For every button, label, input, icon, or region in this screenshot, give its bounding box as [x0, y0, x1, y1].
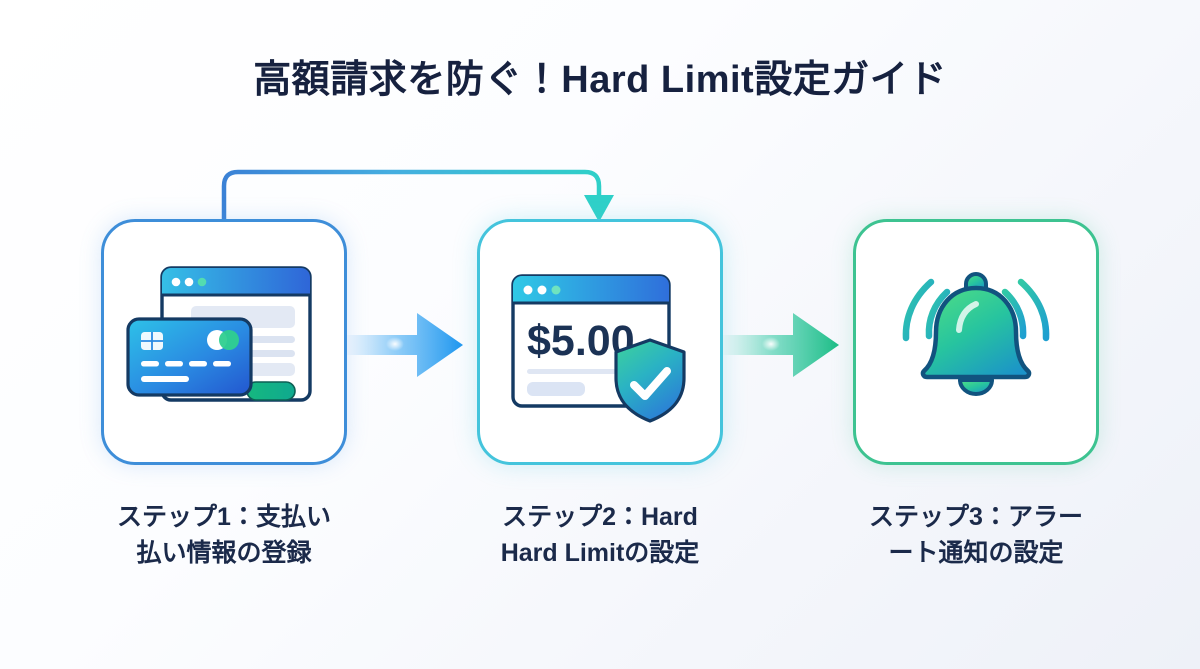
step-2-caption-line-1: ステップ2：Hard [502, 503, 698, 531]
step-1-caption-line-2: 払い情報の登録 [136, 538, 312, 567]
step-2-caption: ステップ2：Hard Hard Limitの設定 [450, 500, 750, 571]
step-2-caption-line-2: Hard Limitの設定 [500, 538, 700, 567]
steps-row: $5.00 [0, 219, 1200, 469]
step-1-caption: ステップ1：支払い 払い情報の登録 [74, 500, 374, 571]
alert-bell-icon [856, 222, 1096, 462]
step-1-caption-line-1: ステップ1：支払い [117, 503, 331, 531]
step-3-caption: ステップ3：アラー ート通知の設定 [826, 500, 1126, 571]
step-3-caption-line-1: ステップ3：アラー [869, 503, 1083, 531]
step-card-1[interactable] [101, 219, 347, 465]
step-card-1-surface [104, 222, 344, 462]
step-card-2-surface: $5.00 [480, 222, 720, 462]
step-card-3-surface [856, 222, 1096, 462]
step-3-caption-line-2: ート通知の設定 [888, 538, 1064, 567]
step-card-3[interactable] [853, 219, 1099, 465]
step-card-2[interactable]: $5.00 [477, 219, 723, 465]
arrow-step2-to-step3 [723, 313, 839, 377]
credit-card-browser-icon [104, 222, 344, 462]
hard-limit-shield-icon: $5.00 [480, 222, 720, 462]
page-title: 高額請求を防ぐ！Hard Limit設定ガイド [253, 59, 947, 101]
arrow-step1-to-step2 [347, 313, 463, 377]
